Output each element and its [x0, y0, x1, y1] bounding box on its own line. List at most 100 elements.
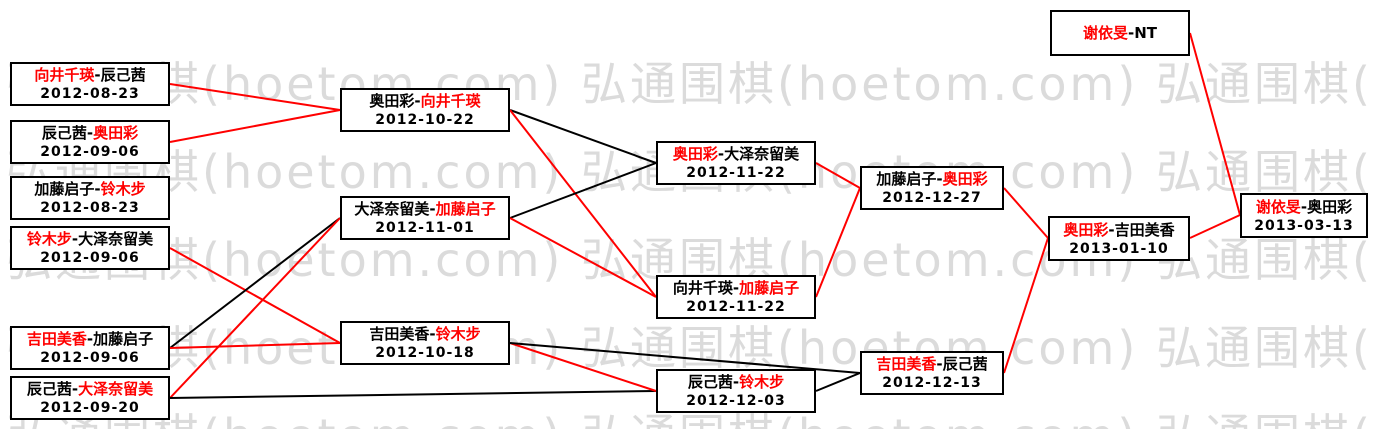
dash: - [732, 373, 740, 391]
player-name: 大泽奈留美 [724, 145, 800, 163]
player-name: 吉田美香 [876, 355, 937, 373]
match-date: 2012-12-27 [882, 190, 982, 206]
player-name: 加藤启子 [93, 330, 154, 348]
match-date: 2013-03-13 [1254, 217, 1354, 234]
connector-win [815, 162, 861, 189]
player-name: 加藤启子 [34, 180, 95, 198]
match-players: 辰己茜-大泽奈留美 [27, 379, 153, 399]
connector-loss [509, 109, 657, 164]
dash: - [86, 330, 94, 348]
player-name: 铃木步 [100, 180, 146, 198]
player-name: 加藤启子 [435, 200, 496, 218]
dash: - [1108, 220, 1115, 239]
player-name: 铃木步 [739, 373, 785, 391]
match-m3: 加藤启子-铃木步 2012-08-23 [10, 176, 170, 220]
match-players: 奥田彩-大泽奈留美 [673, 144, 799, 164]
dash: - [717, 145, 725, 163]
dash: - [86, 124, 94, 142]
match-date: 2012-11-22 [686, 299, 786, 315]
match-m9: 吉田美香-铃木步 2012-10-18 [340, 321, 510, 365]
connector-loss [509, 162, 657, 219]
match-players: 向井千瑛-加藤启子 [673, 278, 799, 298]
match-m14: 吉田美香-辰己茜 2012-12-13 [860, 351, 1004, 395]
dash: - [71, 380, 79, 398]
match-date: 2012-10-22 [375, 112, 475, 128]
connector-win [169, 217, 341, 399]
match-m1: 向井千瑛-辰己茜 2012-08-23 [10, 62, 170, 106]
match-players: 谢依旻-NT [1083, 23, 1157, 43]
player-name: 辰己茜 [100, 66, 146, 84]
connector-loss [815, 372, 861, 392]
connector-titleholder [1189, 32, 1241, 216]
match-m8: 大泽奈留美-加藤启子 2012-11-01 [340, 196, 510, 240]
connector-loss [509, 342, 861, 374]
dash: - [71, 230, 79, 248]
match-m5: 吉田美香-加藤启子 2012-09-06 [10, 326, 170, 370]
connector-win [509, 109, 657, 298]
player-name: 辰己茜 [942, 355, 988, 373]
match-date: 2012-11-22 [686, 165, 786, 181]
title-match-m17: 谢依旻-奥田彩 2013-03-13 [1240, 193, 1368, 238]
dash: - [732, 279, 740, 297]
match-players: 辰己茜-铃木步 [688, 372, 784, 392]
player-name: 辰己茜 [26, 380, 72, 398]
dash: - [429, 325, 436, 343]
match-m11: 向井千瑛-加藤启子 2012-11-22 [656, 275, 816, 319]
connector-win [169, 342, 341, 349]
match-m10: 奥田彩-大泽奈留美 2012-11-22 [656, 141, 816, 185]
match-date: 2012-12-03 [686, 393, 786, 409]
match-date: 2012-08-23 [40, 200, 140, 216]
player-name: 加藤启子 [876, 170, 937, 188]
connector-win [1003, 187, 1049, 239]
player-name: 奥田彩 [369, 92, 415, 110]
match-players: 向井千瑛-辰己茜 [34, 65, 145, 85]
connector-win [1189, 214, 1241, 239]
connector-win [169, 247, 341, 344]
match-m2: 辰己茜-奥田彩 2012-09-06 [10, 120, 170, 164]
match-date: 2012-09-20 [40, 400, 140, 416]
player-name: 谢依旻 [1255, 197, 1301, 216]
player-name: 辰己茜 [41, 124, 87, 142]
match-date: 2012-12-13 [882, 375, 982, 391]
dash: - [1300, 197, 1308, 216]
connector-win [509, 342, 657, 392]
player-name: 奥田彩 [942, 170, 988, 188]
match-date: 2012-08-23 [40, 86, 140, 102]
watermark-row: 弘通围棋(hoetom.com) 弘通围棋(hoetom.com) 弘通围棋(h… [6, 57, 1373, 111]
player-name: 谢依旻 [1082, 24, 1128, 42]
player-name: 大泽奈留美 [354, 200, 430, 218]
match-players: 加藤启子-奥田彩 [876, 169, 987, 189]
connector-win [1003, 237, 1049, 374]
match-players: 奥田彩-向井千瑛 [369, 91, 480, 111]
match-players: 铃木步-大泽奈留美 [27, 229, 153, 249]
match-players: 吉田美香-加藤启子 [27, 329, 153, 349]
player-name: 吉田美香 [26, 330, 87, 348]
match-players: 辰己茜-奥田彩 [42, 123, 138, 143]
titleholder-m16: 谢依旻-NT [1050, 10, 1190, 56]
match-date: 2012-09-06 [40, 250, 140, 266]
match-players: 吉田美香-辰己茜 [876, 354, 987, 374]
player-name: 加藤启子 [739, 279, 800, 297]
match-players: 大泽奈留美-加藤启子 [354, 199, 495, 219]
match-players: 加藤启子-铃木步 [34, 179, 145, 199]
match-date: 2012-10-18 [375, 345, 475, 361]
player-name: 向井千瑛 [34, 66, 95, 84]
player-name: 辰己茜 [687, 373, 733, 391]
match-m12: 辰己茜-铃木步 2012-12-03 [656, 369, 816, 413]
connector-win [815, 187, 861, 298]
dash: - [414, 92, 421, 110]
watermark-row: 弘通围棋(hoetom.com) 弘通围棋(hoetom.com) 弘通围棋(h… [6, 400, 1373, 429]
match-m7: 奥田彩-向井千瑛 2012-10-22 [340, 88, 510, 132]
player-name: 大泽奈留美 [78, 230, 154, 248]
match-m15: 奥田彩-吉田美香 2013-01-10 [1048, 216, 1190, 261]
dash: - [429, 200, 436, 218]
player-name: 铃木步 [26, 230, 72, 248]
match-date: 2012-09-06 [40, 144, 140, 160]
player-name: 铃木步 [435, 325, 481, 343]
player-name: NT [1134, 24, 1158, 42]
player-name: 向井千瑛 [420, 92, 481, 110]
match-date: 2013-01-10 [1069, 240, 1169, 257]
dash: - [936, 355, 943, 373]
